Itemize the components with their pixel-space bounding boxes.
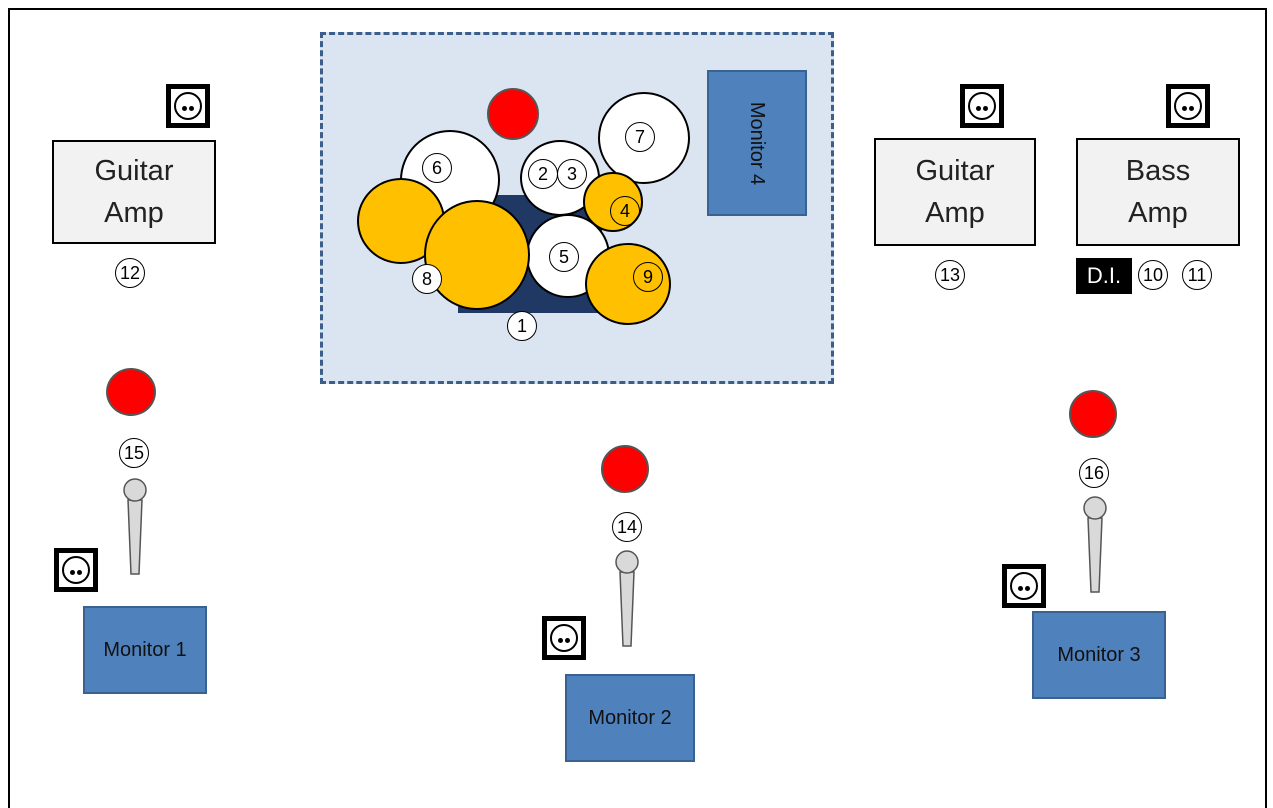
power-outlet-icon xyxy=(54,548,98,592)
input-13: 13 xyxy=(935,260,965,290)
input-11: 11 xyxy=(1182,260,1212,290)
vocalist-position-marker xyxy=(601,445,649,493)
guitar-amp-left: Guitar Amp xyxy=(52,140,216,244)
input-16: 16 xyxy=(1079,458,1109,488)
monitor-4: Monitor 4 xyxy=(707,70,807,216)
power-outlet-icon xyxy=(1002,564,1046,608)
tom-7 xyxy=(598,92,690,184)
microphone-icon xyxy=(123,478,147,575)
input-15: 15 xyxy=(119,438,149,468)
power-outlet-icon xyxy=(960,84,1004,128)
input-10: 10 xyxy=(1138,260,1168,290)
input-6: 6 xyxy=(422,153,452,183)
input-3: 3 xyxy=(557,159,587,189)
input-9: 9 xyxy=(633,262,663,292)
vocalist-position-marker xyxy=(106,368,156,416)
monitor-3: Monitor 3 xyxy=(1032,611,1166,699)
input-1: 1 xyxy=(507,311,537,341)
input-7: 7 xyxy=(625,122,655,152)
input-14: 14 xyxy=(612,512,642,542)
input-5: 5 xyxy=(549,242,579,272)
microphone-icon xyxy=(615,550,639,647)
vocalist-position-marker xyxy=(1069,390,1117,438)
input-2: 2 xyxy=(528,159,558,189)
di-box: D.I. xyxy=(1076,258,1132,294)
input-4: 4 xyxy=(610,196,640,226)
stage-outline xyxy=(8,8,1267,808)
monitor-4-label: Monitor 4 xyxy=(746,101,769,185)
power-outlet-icon xyxy=(1166,84,1210,128)
monitor-1: Monitor 1 xyxy=(83,606,207,694)
cymbal-8 xyxy=(424,200,530,310)
guitar-amp-right: Guitar Amp xyxy=(874,138,1036,246)
microphone-icon xyxy=(1083,496,1107,593)
drummer-position-marker xyxy=(487,88,539,140)
monitor-2: Monitor 2 xyxy=(565,674,695,762)
bass-amp: Bass Amp xyxy=(1076,138,1240,246)
power-outlet-icon xyxy=(166,84,210,128)
power-outlet-icon xyxy=(542,616,586,660)
input-8: 8 xyxy=(412,264,442,294)
input-12: 12 xyxy=(115,258,145,288)
